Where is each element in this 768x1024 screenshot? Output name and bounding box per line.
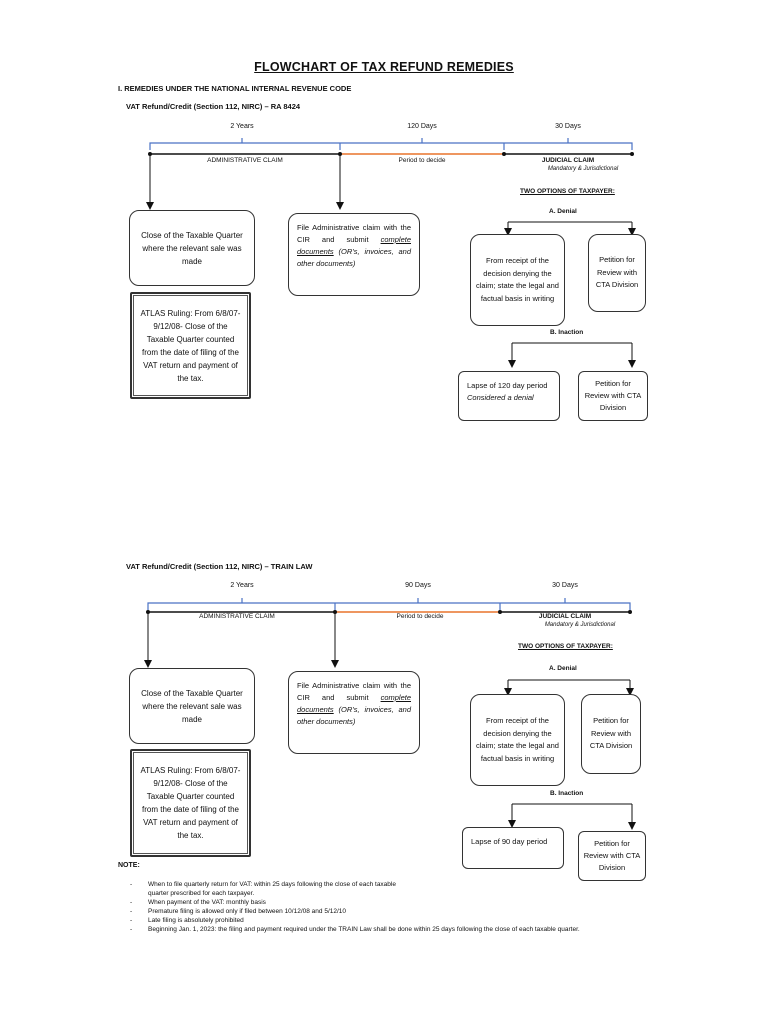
flow2-atlas-ruling-box: ATLAS Ruling: From 6/8/07-9/12/08- Close…: [130, 749, 251, 857]
page-title: FLOWCHART OF TAX REFUND REMEDIES: [254, 60, 514, 74]
flow1-petition-inaction-box: Petition for Review with CTA Division: [578, 371, 648, 421]
flow1-period-bracket: [149, 138, 633, 150]
flow1-judicial-claim-label: JUDICIAL CLAIM: [541, 157, 595, 164]
flow2-heading: VAT Refund/Credit (Section 112, NIRC) – …: [126, 562, 313, 571]
flow2-lapse-box: Lapse of 90 day period: [462, 827, 564, 869]
note-item: When payment of the VAT: monthly basis: [130, 898, 690, 907]
flow2-options-label: TWO OPTIONS OF TAXPAYER:: [518, 643, 613, 650]
flow2-denial-box: From receipt of the decision denying the…: [470, 694, 565, 786]
flow2-judicial-claim-label: JUDICIAL CLAIM: [538, 613, 592, 620]
flow2-mandatory-label: Mandatory & Jurisdictional: [544, 622, 616, 628]
note-label: NOTE:: [118, 862, 140, 869]
flow1-admin-claim-label: ADMINISTRATIVE CLAIM: [207, 157, 283, 164]
flow2-denial-label: A. Denial: [549, 665, 577, 672]
note-item: Late filing is absolutely prohibited: [130, 916, 690, 925]
flow2-connectors: [144, 598, 636, 830]
flow1-period-judicial: 30 Days: [555, 123, 581, 130]
notes-list: When to file quarterly return for VAT: w…: [130, 880, 690, 934]
flow1-petition-denial-box: Petition for Review with CTA Division: [588, 234, 646, 312]
flow1-period-decide: 120 Days: [407, 123, 437, 130]
flow2-inaction-label: B. Inaction: [550, 790, 584, 797]
flow2-close-quarter-box: Close of the Taxable Quarter where the r…: [129, 668, 255, 744]
flow2-period-to-decide-label: Period to decide: [396, 613, 444, 620]
flow2-admin-claim-label: ADMINISTRATIVE CLAIM: [199, 613, 275, 620]
flow1-inaction-label: B. Inaction: [550, 329, 584, 336]
flow1-period-to-decide-label: Period to decide: [398, 157, 446, 164]
flow2-period-admin: 2 Years: [230, 582, 254, 589]
flow1-file-claim-box: File Administrative claim with the CIR a…: [288, 213, 420, 296]
flow1-close-quarter-box: Close of the Taxable Quarter where the r…: [129, 210, 255, 286]
flow2-period-bracket: [147, 598, 631, 610]
flow2-file-claim-box: File Administrative claim with the CIR a…: [288, 671, 420, 754]
flow2-petition-inaction-box: Petition for Review with CTA Division: [578, 831, 646, 881]
flow1-denial-box: From receipt of the decision denying the…: [470, 234, 565, 326]
flow2-period-decide: 90 Days: [405, 582, 431, 589]
section-heading: I. REMEDIES UNDER THE NATIONAL INTERNAL …: [118, 84, 352, 93]
flow1-atlas-ruling-box: ATLAS Ruling: From 6/8/07-9/12/08- Close…: [130, 292, 251, 399]
flow1-mandatory-label: Mandatory & Jurisdictional: [547, 166, 619, 172]
flow2-period-judicial: 30 Days: [552, 582, 578, 589]
flow2-petition-denial-box: Petition for Review with CTA Division: [581, 694, 641, 774]
note-item: When to file quarterly return for VAT: w…: [130, 880, 418, 898]
flow1-connectors: [146, 138, 636, 368]
flow1-heading: VAT Refund/Credit (Section 112, NIRC) – …: [126, 102, 301, 111]
note-item: Premature filing is allowed only if file…: [130, 907, 690, 916]
note-item: Beginning Jan. 1, 2023: the filing and p…: [130, 925, 690, 934]
flow1-period-admin: 2 Years: [230, 123, 254, 130]
flow1-options-label: TWO OPTIONS OF TAXPAYER:: [520, 188, 615, 195]
flow1-denial-label: A. Denial: [549, 208, 577, 215]
